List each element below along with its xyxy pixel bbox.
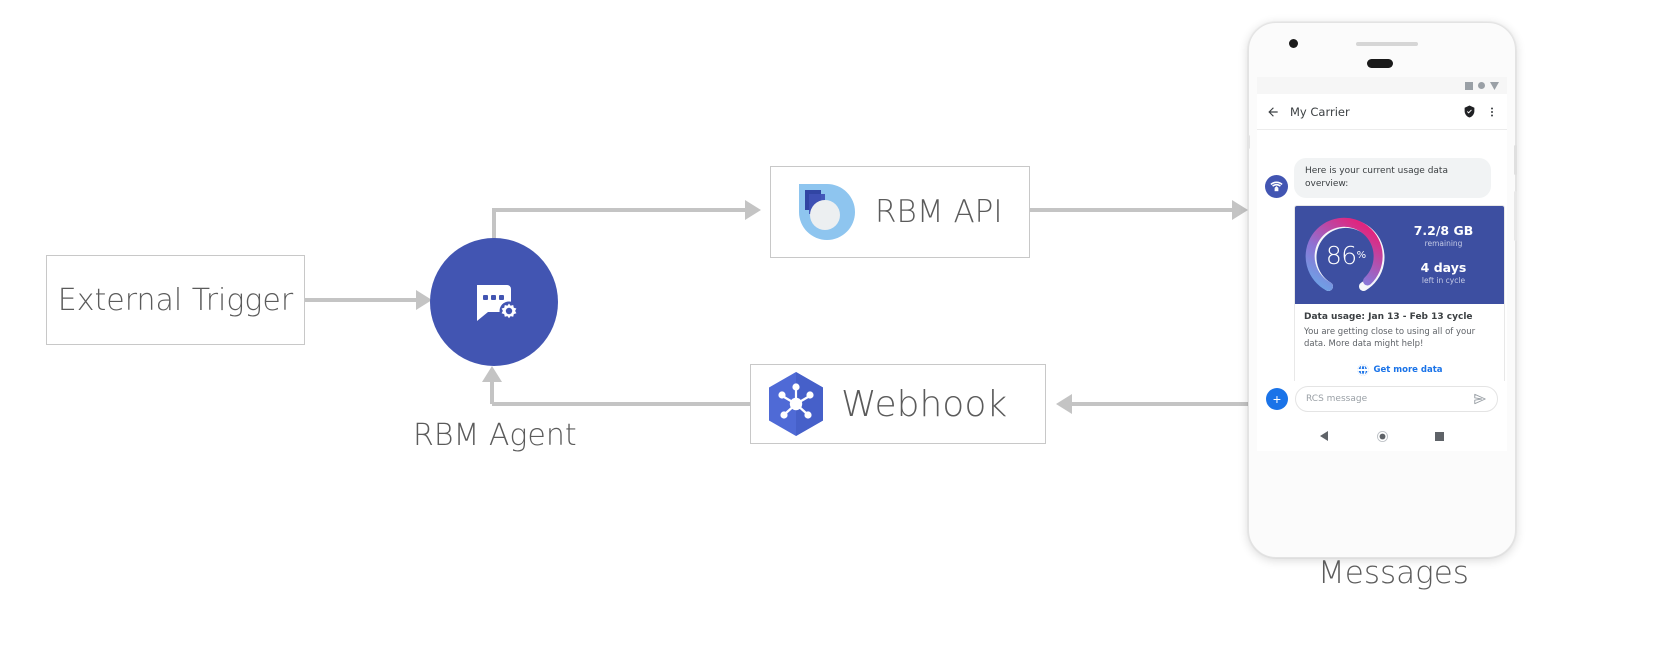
- android-nav-bar: [1257, 421, 1507, 451]
- arrowhead-api-to-phone: [1232, 200, 1248, 220]
- node-rbm-agent[interactable]: [430, 238, 558, 366]
- connector-trigger-to-agent: [305, 298, 418, 302]
- rbm-api-label: RBM API: [875, 194, 1003, 230]
- avatar: [1265, 175, 1288, 199]
- webhook-label: Webhook: [841, 383, 1008, 425]
- nav-home-circle-icon[interactable]: [1376, 430, 1388, 442]
- connector-agent-to-api: [492, 208, 747, 212]
- gauge-center-value: 86%: [1303, 212, 1389, 298]
- message-row: Here is your current usage data overview…: [1265, 158, 1499, 199]
- stat-data-remaining: 7.2/8 GB: [1413, 223, 1474, 239]
- rcs-message-input[interactable]: RCS message: [1295, 386, 1498, 412]
- connector-api-to-phone: [1030, 208, 1238, 212]
- phone-device: My Carrier: [1247, 22, 1517, 558]
- usage-gauge: 86%: [1303, 212, 1389, 298]
- nav-back-triangle-icon[interactable]: [1320, 431, 1330, 441]
- stat-spacer: [1389, 250, 1498, 260]
- connector-agent-up: [492, 208, 496, 260]
- arrowhead-agent-to-api: [745, 200, 761, 220]
- back-arrow-icon[interactable]: [1266, 105, 1280, 119]
- more-vert-icon[interactable]: [1486, 106, 1498, 118]
- stat-days-left-sub: left in cycle: [1421, 276, 1466, 286]
- rich-card[interactable]: 86% 7.2/8 GB remaining 4 days left in cy…: [1294, 205, 1505, 387]
- phone-camera-icon: [1289, 39, 1298, 48]
- arrowhead-trigger-to-agent: [416, 290, 432, 310]
- gauge-percent: 86: [1325, 240, 1357, 270]
- plus-icon[interactable]: +: [1266, 388, 1288, 410]
- card-body: Data usage: Jan 13 - Feb 13 cycle You ar…: [1295, 304, 1504, 355]
- phone-caption: Messages: [1318, 555, 1469, 591]
- phone-volume-button[interactable]: [1514, 191, 1517, 241]
- connector-phone-to-webhook: [1072, 402, 1252, 406]
- connector-webhook-to-agent: [492, 402, 752, 406]
- card-title: Data usage: Jan 13 - Feb 13 cycle: [1304, 312, 1473, 323]
- node-external-trigger[interactable]: External Trigger: [46, 255, 305, 345]
- composer-placeholder: RCS message: [1306, 394, 1368, 404]
- card-action-get-more-data[interactable]: Get more data: [1295, 355, 1504, 386]
- chat-gear-icon: [477, 285, 519, 321]
- node-webhook[interactable]: Webhook: [750, 364, 1046, 444]
- gauge-arc-icon: [1305, 217, 1385, 292]
- phone-screen: My Carrier: [1257, 77, 1507, 451]
- card-hero: 86% 7.2/8 GB remaining 4 days left in cy…: [1295, 206, 1504, 305]
- dot-icon: [1478, 82, 1485, 89]
- message-bubble: Here is your current usage data overview…: [1294, 158, 1491, 199]
- composer: + RCS message: [1257, 381, 1507, 417]
- verified-shield-icon: [1464, 105, 1475, 118]
- status-bar: [1257, 77, 1507, 94]
- globe-icon: [1357, 364, 1368, 376]
- phone-sim-tray: [1247, 135, 1250, 149]
- arrowhead-phone-to-webhook: [1056, 394, 1072, 414]
- external-trigger-label: External Trigger: [57, 282, 294, 318]
- signal-icon: [1465, 81, 1473, 90]
- phone-power-button[interactable]: [1514, 145, 1517, 175]
- phone-speaker-grille: [1356, 42, 1418, 46]
- stat-days-left: 4 days: [1420, 260, 1467, 276]
- conversation-area: Here is your current usage data overview…: [1257, 130, 1507, 420]
- gauge-percent-sign: %: [1356, 249, 1367, 261]
- stat-data-remaining-sub: remaining: [1424, 239, 1463, 249]
- connector-webhook-up: [490, 382, 494, 404]
- arrowhead-webhook-to-agent: [482, 366, 502, 382]
- phone-earpiece: [1367, 59, 1393, 68]
- battery-icon: [1490, 81, 1499, 90]
- rbm-agent-label: RBM Agent: [413, 418, 577, 453]
- hexagon-nodes-icon: [769, 372, 823, 436]
- card-description: You are getting close to using all of yo…: [1304, 327, 1476, 350]
- carrier-wifi-icon: [1270, 181, 1283, 192]
- app-bar: My Carrier: [1257, 94, 1507, 130]
- hero-stats: 7.2/8 GB remaining 4 days left in cycle: [1389, 223, 1504, 287]
- nav-recents-square-icon[interactable]: [1434, 431, 1444, 441]
- send-icon[interactable]: [1473, 392, 1487, 406]
- app-bar-title: My Carrier: [1290, 104, 1350, 119]
- rbm-droplet-icon: [797, 184, 855, 240]
- node-rbm-api[interactable]: RBM API: [770, 166, 1030, 258]
- card-action-label: Get more data: [1373, 364, 1443, 375]
